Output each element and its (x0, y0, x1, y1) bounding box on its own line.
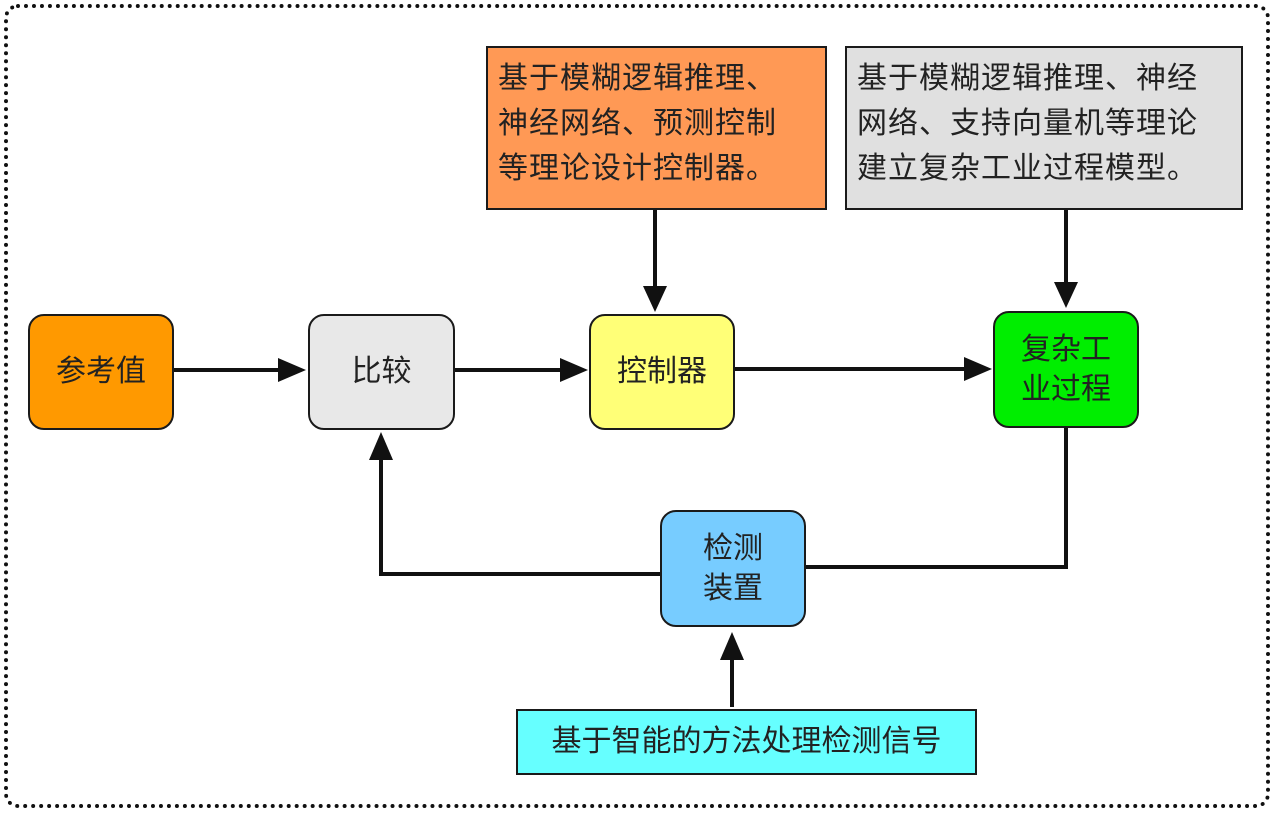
note-signal-processing-text: 基于智能的方法处理检测信号 (551, 724, 942, 759)
node-reference-label: 参考值 (56, 354, 146, 389)
node-process-label-line2: 业过程 (1021, 371, 1111, 407)
node-sensor: 检测 装置 (660, 510, 806, 627)
arrowhead-compare (278, 358, 306, 382)
arrowhead-compare-bottom (369, 432, 393, 460)
node-controller-label: 控制器 (617, 354, 707, 389)
node-sensor-label-line2: 装置 (703, 570, 763, 606)
edge-sensor-to-compare (379, 458, 660, 576)
arrowhead-process-left (964, 357, 992, 381)
node-reference: 参考值 (28, 314, 174, 430)
note-controller-design-line3: 等理论设计控制器。 (498, 151, 777, 186)
node-process-label-line1: 复杂工 (1021, 331, 1111, 367)
note-signal-processing: 基于智能的方法处理检测信号 (516, 709, 977, 775)
note-controller-design: 基于模糊逻辑推理、 神经网络、预测控制 等理论设计控制器。 (486, 46, 827, 210)
node-process: 复杂工 业过程 (993, 311, 1139, 428)
dotted-border-frame (4, 4, 1270, 808)
arrowhead-controller-left (560, 358, 588, 382)
note-process-model-line3: 建立复杂工业过程模型。 (857, 151, 1198, 186)
node-compare: 比较 (308, 314, 455, 430)
note-controller-design-line1: 基于模糊逻辑推理、 (498, 61, 777, 96)
node-compare-label: 比较 (351, 354, 412, 389)
arrowhead-controller-top (643, 286, 667, 312)
edge-process-to-sensor (806, 428, 1068, 569)
node-sensor-label-line1: 检测 (703, 530, 763, 566)
node-controller: 控制器 (589, 314, 735, 430)
note-process-model-line2: 网络、支持向量机等理论 (857, 106, 1198, 141)
arrowhead-sensor-bottom (720, 632, 744, 660)
note-process-model-line1: 基于模糊逻辑推理、神经 (857, 61, 1198, 96)
note-process-model: 基于模糊逻辑推理、神经 网络、支持向量机等理论 建立复杂工业过程模型。 (845, 46, 1243, 210)
note-controller-design-line2: 神经网络、预测控制 (498, 106, 777, 141)
arrowhead-process-top (1054, 282, 1078, 308)
